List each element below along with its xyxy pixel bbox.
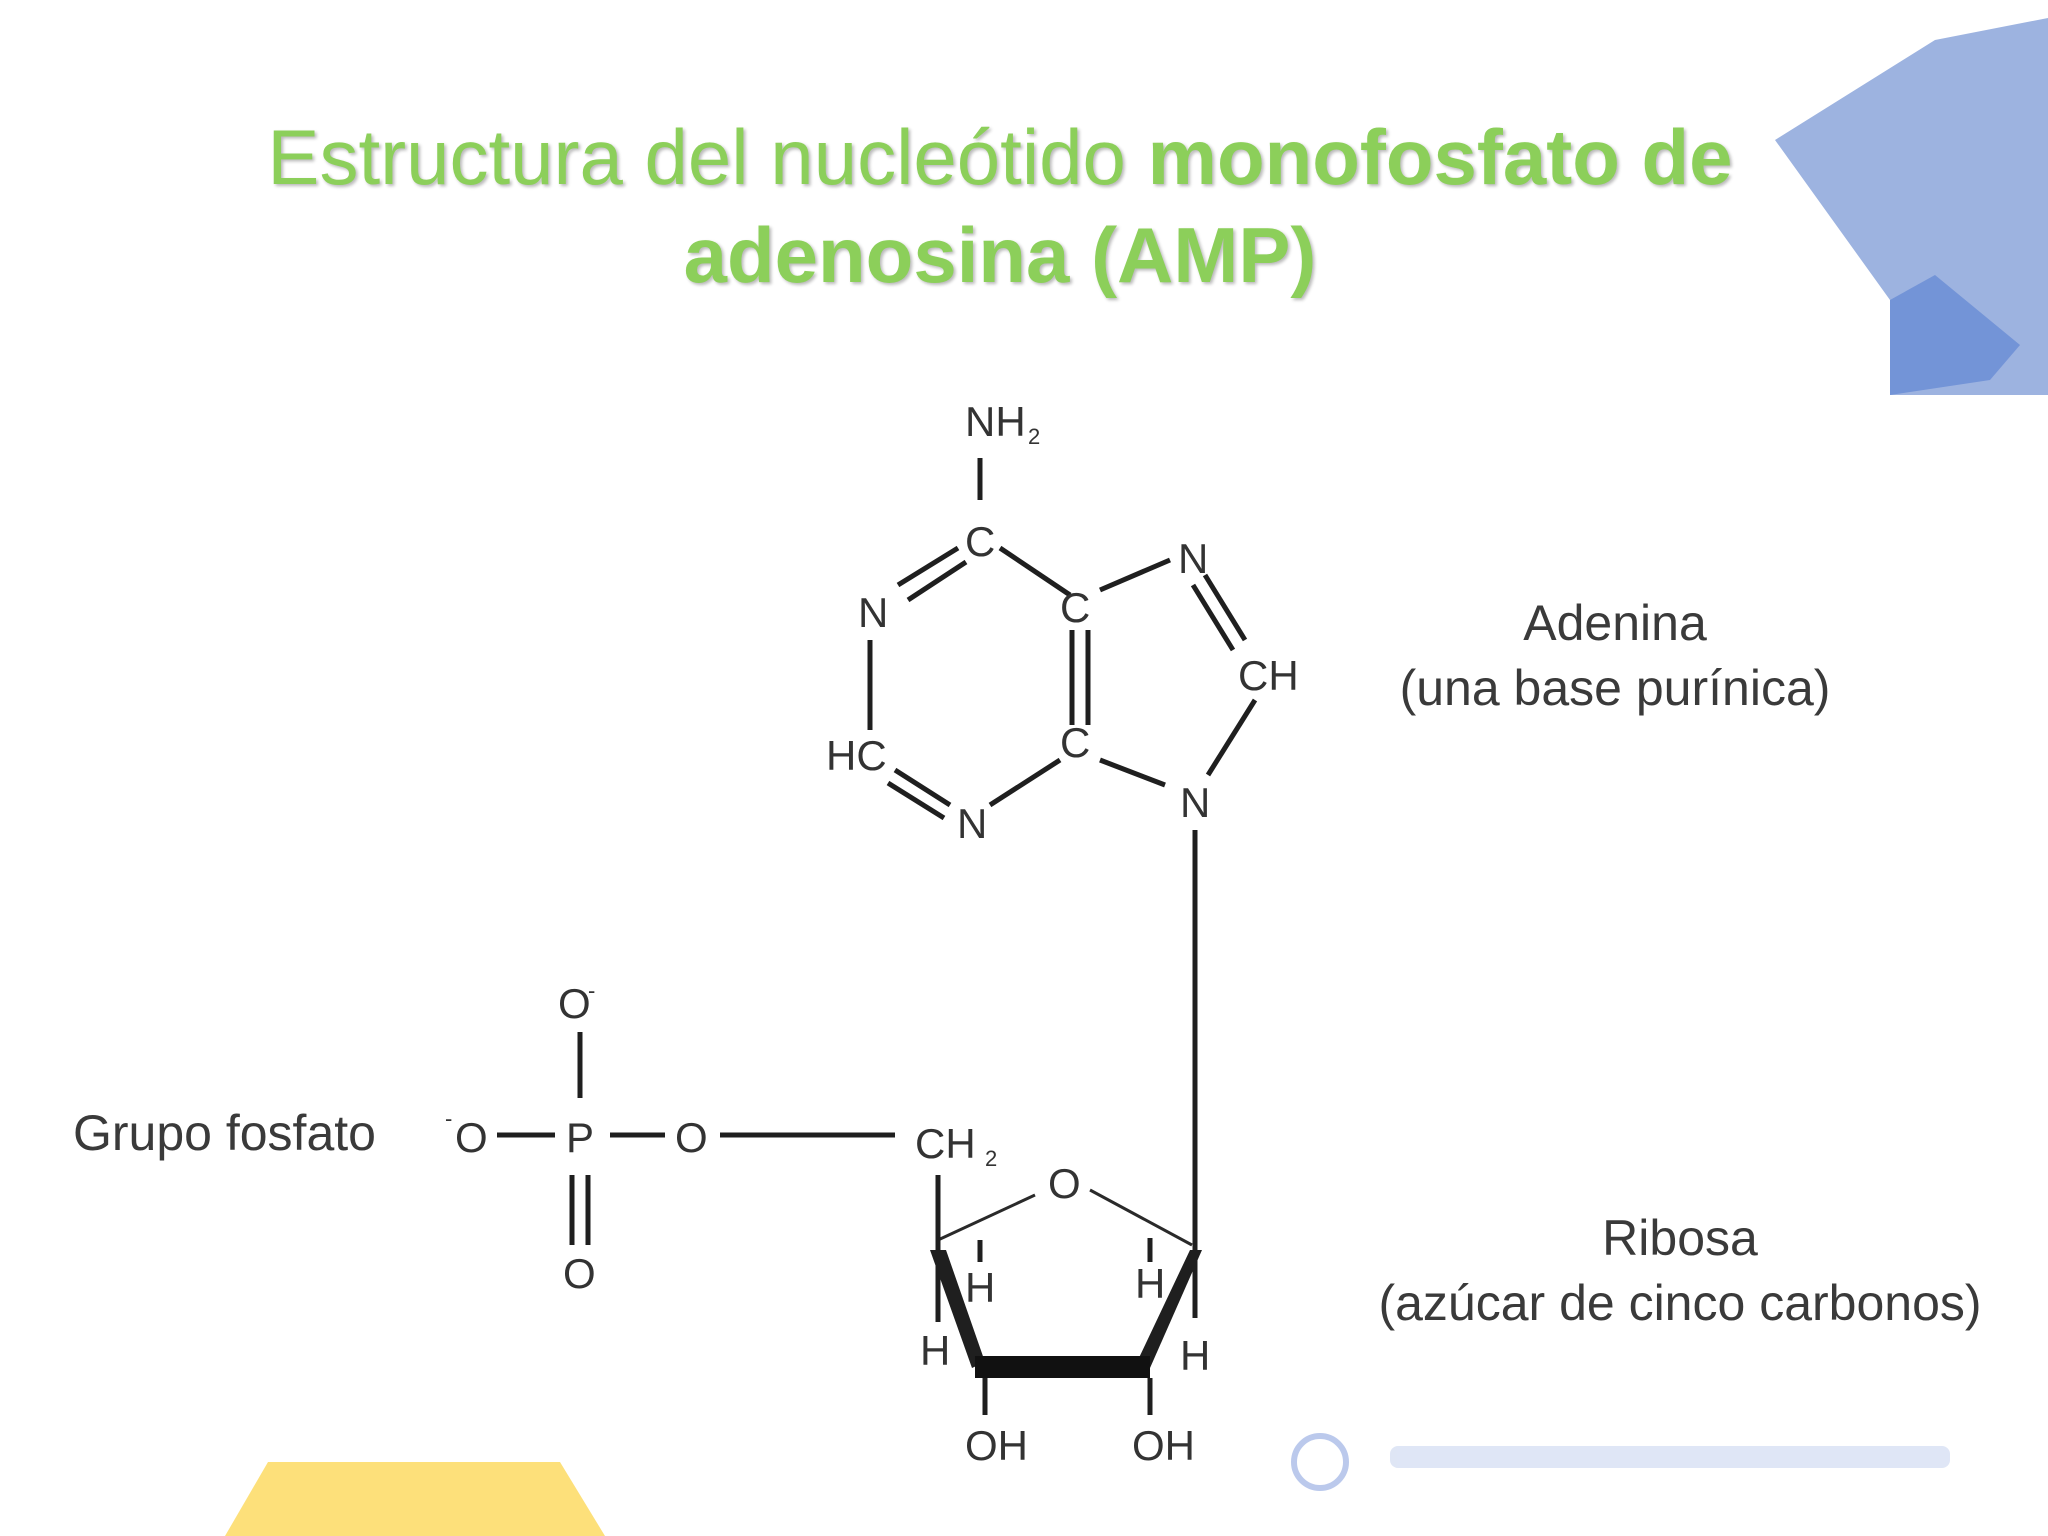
atom-n7: N	[1178, 535, 1208, 582]
atom-h-c1-lower: H	[1180, 1332, 1210, 1379]
atom-c4: C	[1060, 719, 1090, 766]
atom-o-top-charge: -	[588, 978, 595, 1003]
blue-small-square	[1890, 275, 2020, 395]
atom-c8: CH	[1238, 652, 1299, 699]
atom-ring-o: O	[1048, 1160, 1081, 1207]
atom-o-left: O	[455, 1114, 488, 1161]
label-grupo-fosfato: Grupo fosfato	[73, 1105, 376, 1161]
atom-ch2: CH	[915, 1120, 976, 1167]
atom-c2: HC	[826, 732, 887, 779]
atom-n3: N	[957, 800, 987, 847]
atom-n1: N	[858, 589, 888, 636]
slide-title: Estructura del nucleótido monofosfato de…	[200, 108, 1800, 304]
atom-phosphorus: P	[566, 1114, 594, 1161]
atom-o-top: O	[558, 980, 591, 1027]
adenine-bonds	[867, 458, 1258, 1245]
blue-corner-shape	[1775, 18, 2048, 395]
atom-nh2: NH	[965, 398, 1026, 445]
atom-o-double: O	[563, 1250, 596, 1297]
watermark-logo	[1291, 1433, 1950, 1491]
atom-oh-3: OH	[965, 1422, 1028, 1469]
label-base-purinica: (una base purínica)	[1400, 660, 1831, 716]
atom-h-c1-upper: H	[1135, 1260, 1165, 1307]
label-azucar: (azúcar de cinco carbonos)	[1378, 1275, 1981, 1331]
title-regular: Estructura del nucleótido	[267, 113, 1148, 201]
title-bold-2: adenosina (AMP)	[683, 211, 1317, 299]
ribose-phosphate-bonds	[497, 1032, 1202, 1415]
atom-o-bridge: O	[675, 1114, 708, 1161]
atom-ch2-subscript: 2	[985, 1146, 997, 1171]
group-labels: Adenina (una base purínica) Grupo fosfat…	[73, 595, 1982, 1331]
label-adenina: Adenina	[1523, 595, 1707, 651]
atom-h-c4-lower: H	[920, 1327, 950, 1374]
label-ribosa: Ribosa	[1602, 1210, 1758, 1266]
atom-o-left-charge: -	[445, 1106, 452, 1131]
atom-nh2-subscript: 2	[1028, 424, 1040, 449]
atom-h-c4-upper: H	[965, 1264, 995, 1311]
atom-c6: C	[965, 518, 995, 565]
atom-c5: C	[1060, 584, 1090, 631]
atom-oh-2: OH	[1132, 1422, 1195, 1469]
title-bold-1: monofosfato de	[1147, 113, 1733, 201]
atom-n9: N	[1180, 779, 1210, 826]
yellow-bottom-shape	[225, 1462, 605, 1536]
atom-labels: NH 2 C N C N CH C HC N N CH 2 O H H H H …	[445, 398, 1299, 1469]
